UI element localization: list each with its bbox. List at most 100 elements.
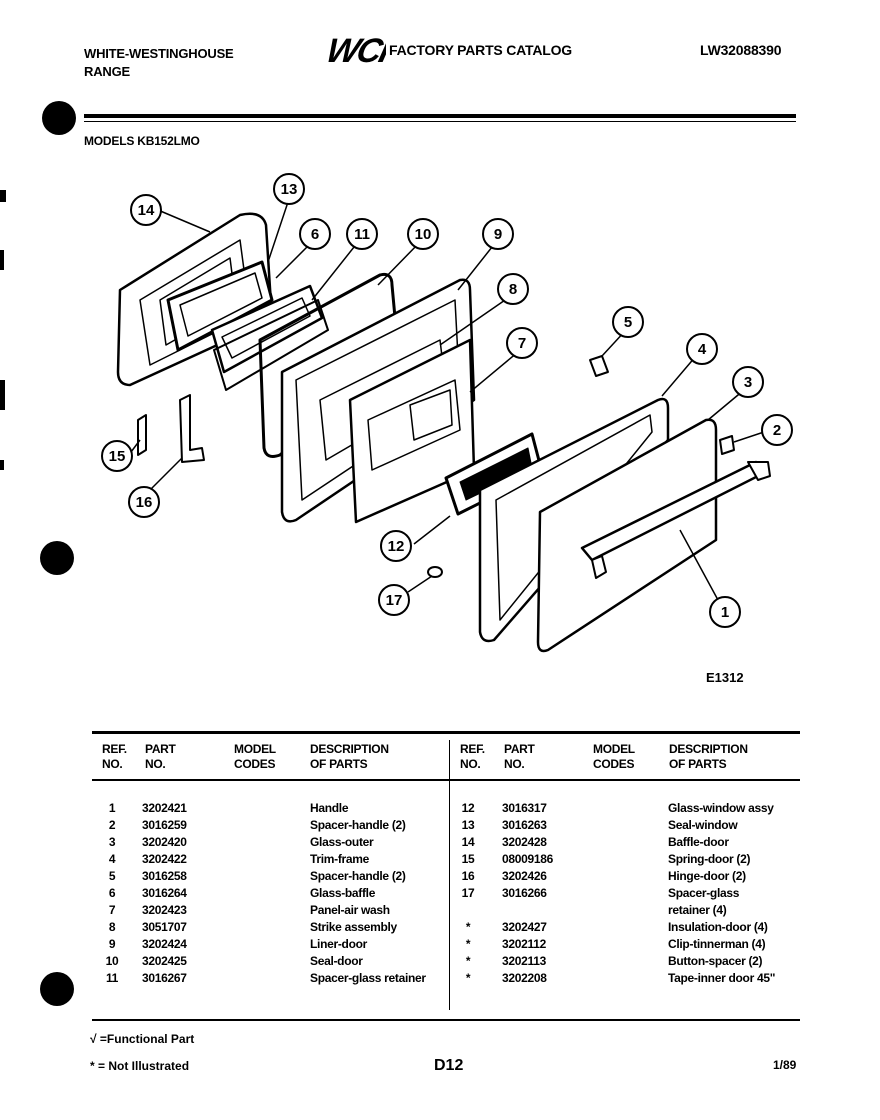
table-row: 5 3016258 Spacer-handle (2)	[0, 868, 880, 885]
description-cell: retainer (4)	[668, 903, 727, 917]
part-spacer-glass	[427, 566, 443, 578]
part-no-cell: 3202423	[142, 903, 187, 917]
binder-hole-bottom	[40, 972, 74, 1006]
ref-no-cell: 3	[108, 835, 116, 849]
wci-logo: WCI	[322, 32, 396, 71]
revision-date: 1/89	[773, 1058, 797, 1072]
description-cell: Spacer-handle (2)	[310, 869, 406, 883]
ref-no-cell: 1	[108, 801, 116, 815]
description-cell: Trim-frame	[310, 852, 370, 866]
callout-12: 12	[388, 538, 405, 555]
ref-no-cell: 8	[108, 920, 116, 934]
description-cell: Baffle-door	[668, 835, 729, 849]
page-code: D12	[434, 1057, 464, 1074]
table-row: 6 3016264 Glass-baffle	[0, 885, 880, 902]
ref-no-cell: 16	[461, 869, 475, 883]
part-no-cell: 3202425	[142, 954, 187, 968]
part-no-cell: 3016264	[142, 886, 187, 900]
brand-line-1: WHITE-WESTINGHOUSE	[84, 46, 234, 61]
description-cell: Hinge-door (2)	[668, 869, 746, 883]
description-cell: Glass-baffle	[310, 886, 376, 900]
part-glass-baffle	[210, 284, 324, 374]
callout-9: 9	[494, 226, 502, 243]
callout-6: 6	[311, 226, 319, 243]
part-no-cell: 3202426	[502, 869, 547, 883]
part-spacer-handle-small	[589, 355, 609, 377]
description-cell: Spacer-glass	[668, 886, 740, 900]
part-no-cell: 3202422	[142, 852, 187, 866]
ref-no-cell: 5	[108, 869, 116, 883]
exploded-door-diagram: 14 13 6 11 10 9 8 7 5 4 3 2 15 16 12 17 …	[101, 173, 793, 685]
catalog-number: LW32088390	[700, 42, 782, 58]
description-cell: Button-spacer (2)	[668, 954, 763, 968]
callout-5: 5	[624, 314, 632, 331]
part-no-cell: 08009186	[502, 852, 553, 866]
part-spacer-handle	[719, 435, 735, 455]
part-hinge-door	[179, 394, 205, 463]
table-row: retainer (4)	[0, 902, 880, 919]
part-no-cell: 3016259	[142, 818, 187, 832]
description-cell: Tape-inner door 45"	[668, 971, 776, 985]
ref-no-cell: 14	[461, 835, 475, 849]
part-no-cell: 3202208	[502, 971, 547, 985]
part-no-cell: 3202113	[502, 954, 546, 968]
part-spring-door	[137, 414, 147, 456]
callout-17: 17	[386, 592, 403, 609]
callout-15: 15	[109, 448, 126, 465]
table-row: 16 3202426 Hinge-door (2)	[0, 868, 880, 885]
models-label: MODELS KB152LMO	[84, 134, 200, 148]
legend-not-illustrated: * = Not Illustrated	[90, 1059, 190, 1073]
part-no-cell: 3202424	[142, 937, 187, 951]
part-no-cell: 3016266	[502, 886, 547, 900]
part-no-cell: 3202112	[502, 937, 546, 951]
table-row: 10 3202425 Seal-door	[0, 953, 880, 970]
callout-7: 7	[518, 335, 526, 352]
callout-1: 1	[721, 604, 729, 621]
ref-no-cell: 17	[461, 886, 475, 900]
callout-10: 10	[415, 226, 432, 243]
description-cell: Glass-window assy	[668, 801, 774, 815]
ref-no-cell: *	[465, 920, 471, 934]
figure-id: E1312	[706, 670, 744, 685]
svg-text:WCI: WCI	[323, 32, 386, 66]
ref-no-cell: 13	[461, 818, 475, 832]
part-seal-window	[166, 260, 274, 352]
callout-3: 3	[744, 374, 752, 391]
callout-4: 4	[698, 341, 707, 358]
ref-no-cell: 10	[105, 954, 119, 968]
table-row: 17 3016266 Spacer-glass	[0, 885, 880, 902]
ref-no-cell: *	[465, 937, 471, 951]
binder-hole-middle	[40, 541, 74, 575]
description-cell: Seal-door	[310, 954, 363, 968]
part-no-cell: 3016267	[142, 971, 187, 985]
ref-no-cell: 15	[461, 852, 475, 866]
table-top-rule	[92, 731, 800, 734]
part-no-cell: 3202421	[142, 801, 187, 815]
description-cell: Handle	[310, 801, 349, 815]
part-no-cell: 3202427	[502, 920, 547, 934]
ref-no-cell: 9	[108, 937, 116, 951]
ref-no-cell: 6	[108, 886, 116, 900]
description-cell: Glass-outer	[310, 835, 374, 849]
ref-no-cell: 2	[108, 818, 116, 832]
table-header-rule	[92, 779, 800, 781]
table-center-divider	[449, 740, 450, 1010]
part-no-cell: 3016258	[142, 869, 187, 883]
callout-11: 11	[354, 226, 370, 243]
